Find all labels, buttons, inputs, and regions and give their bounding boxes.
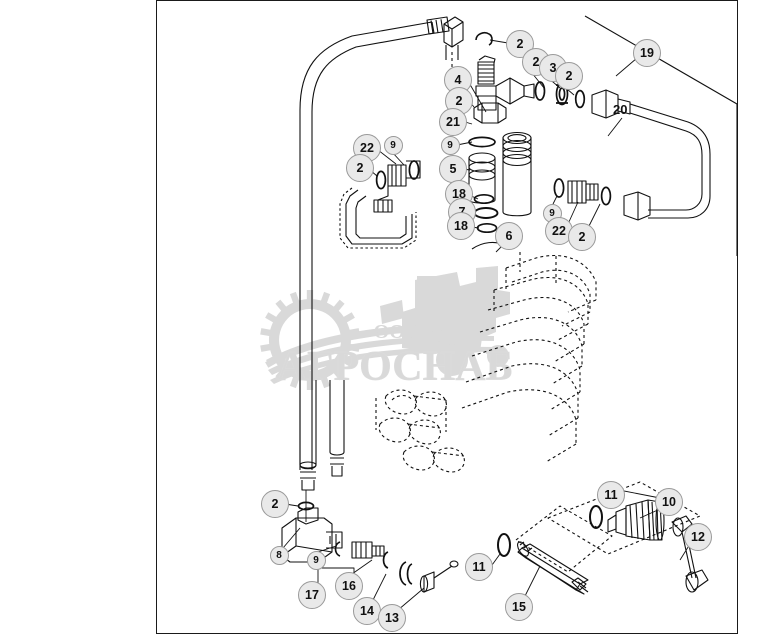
callout-9[interactable]: 9 [383,135,403,155]
fitting-cluster-right-lower [553,178,612,206]
callout-18[interactable]: 18 [447,212,475,240]
callout-13[interactable]: 13 [378,604,406,632]
hose-nut-right-upper [591,89,631,119]
callout-16[interactable]: 16 [335,572,363,600]
callout-11[interactable]: 11 [597,481,625,509]
hose-20 [629,103,711,219]
callout-2[interactable]: 2 [555,62,583,90]
callout-12[interactable]: 12 [684,523,712,551]
hose-vertical-bottom-left [299,380,345,491]
callout-9[interactable]: 9 [306,550,326,570]
callout-leaders [282,39,691,611]
plate-19 [584,15,738,256]
fitting-row-bottom [334,541,459,593]
callout-9[interactable]: 9 [440,135,460,155]
hose-left-ferrule [373,199,393,213]
callout-20[interactable]: 20 [613,102,628,117]
callout-15[interactable]: 15 [505,593,533,621]
callout-11[interactable]: 11 [465,553,493,581]
elbow-nut-top [443,16,464,60]
diagram-border-frame [156,0,738,634]
ferrule-top-left [426,16,450,35]
callout-2[interactable]: 2 [568,223,596,251]
callout-5[interactable]: 5 [439,155,467,183]
hose-nut-right-lower [623,191,651,221]
tee-fitting-assembly [473,32,535,124]
phantom-hose-bundle [375,252,597,473]
callout-14[interactable]: 14 [353,597,381,625]
callout-6[interactable]: 6 [495,222,523,250]
callout-2[interactable]: 2 [261,490,289,518]
fitting-cluster-left [375,160,421,201]
cartridge-assembly-10 [589,499,665,541]
callout-8[interactable]: 8 [269,545,289,565]
callout-10[interactable]: 10 [655,488,683,516]
callout-2[interactable]: 2 [346,154,374,182]
hose-upper-left [299,21,435,470]
panel-solid-edge [515,505,613,573]
phantom-panel [547,481,701,555]
callout-4[interactable]: 4 [444,66,472,94]
callout-17[interactable]: 17 [298,581,326,609]
callout-22[interactable]: 22 [353,134,381,162]
cap-plug-12 [671,515,709,593]
filter-element-15 [497,533,589,595]
hose-left-short [339,187,417,249]
callout-21[interactable]: 21 [439,108,467,136]
callout-19[interactable]: 19 [633,39,661,67]
tube-vertical-center [502,131,532,217]
